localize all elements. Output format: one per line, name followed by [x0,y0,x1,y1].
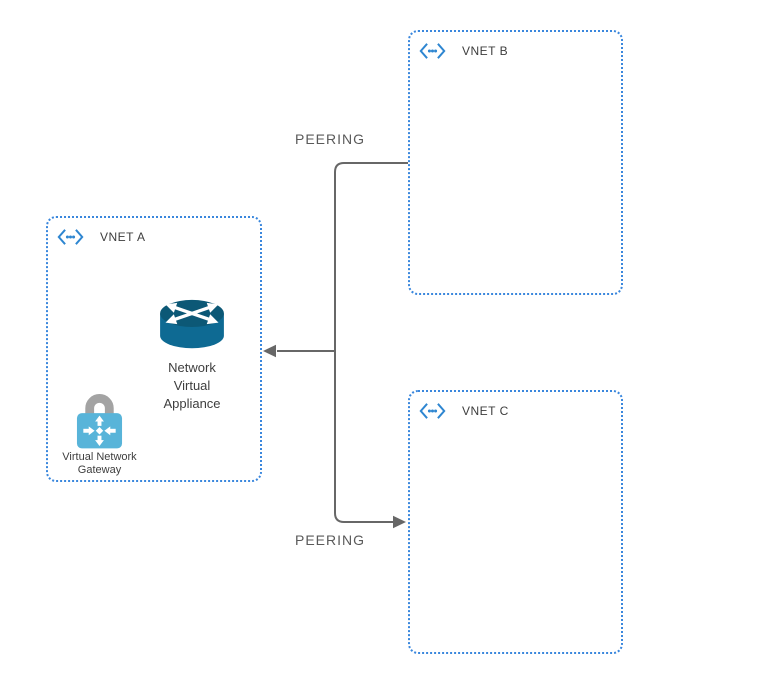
peering-line-vnetb-to-vnetc [334,162,408,523]
gateway-label: Virtual Network Gateway [62,451,137,476]
vpn-gateway-lock-icon [76,394,123,449]
vnet-c-header: VNET C [419,401,621,421]
virtual-network-icon [419,403,446,419]
virtual-network-icon [57,229,84,245]
vnet-c-box: VNET C [408,390,623,654]
vnet-b-header: VNET B [419,41,621,61]
router-icon [160,299,224,349]
network-virtual-appliance-node: Network Virtual Appliance [147,298,237,413]
vnet-a-header: VNET A [57,227,260,247]
arrowhead-into-vneta [263,344,276,358]
arrowhead-into-vnetc [393,515,406,529]
vnet-c-label: VNET C [462,404,509,418]
vnet-b-label: VNET B [462,44,509,58]
virtual-network-icon [419,43,446,59]
vnet-a-box: VNET A [46,216,262,482]
peering-label-bottom: PEERING [295,532,366,548]
peering-label-top: PEERING [295,131,366,147]
vnet-b-box: VNET B [408,30,623,295]
virtual-network-gateway-node: Virtual Network Gateway [53,391,146,477]
nva-label: Network Virtual Appliance [163,360,221,411]
vnet-a-label: VNET A [100,230,146,244]
